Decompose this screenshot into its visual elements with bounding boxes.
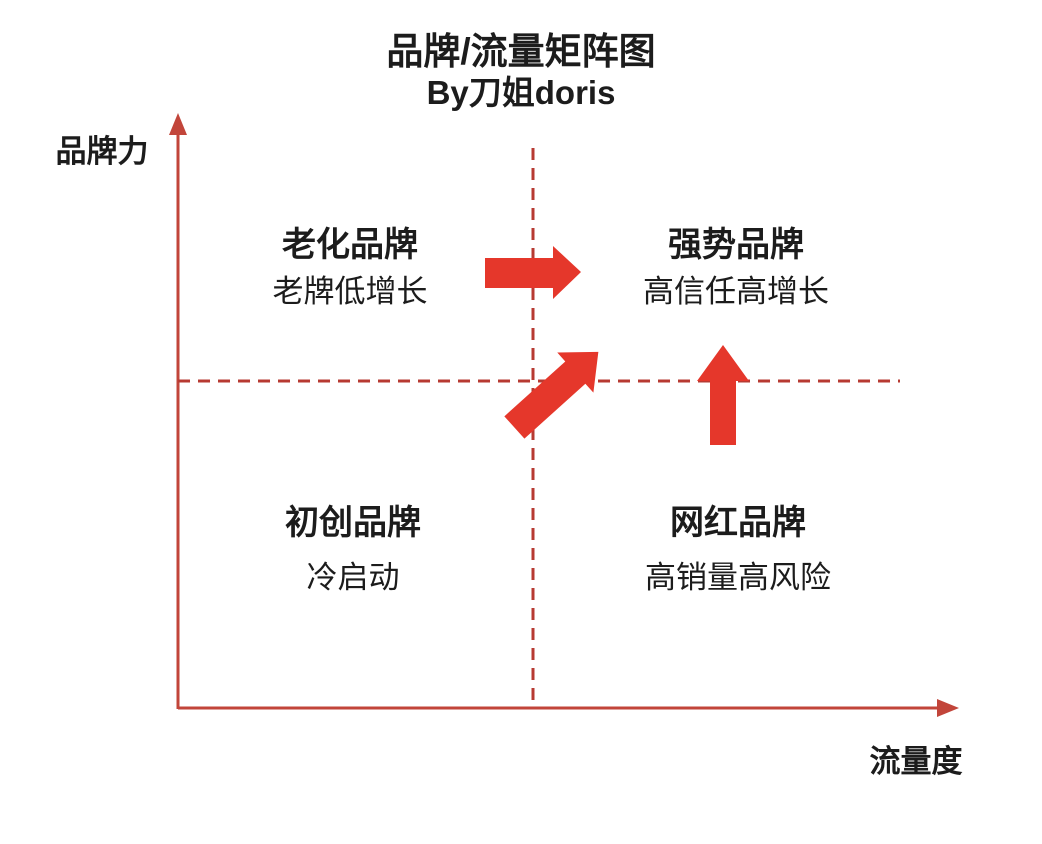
y-axis-label: 品牌力 <box>55 134 149 169</box>
quadrant-bottom-right-desc: 高销量高风险 <box>645 560 831 595</box>
title-line-1: 品牌/流量矩阵图 <box>386 31 656 72</box>
quadrant-bottom-left: 初创品牌 冷启动 <box>198 504 508 596</box>
quadrant-bottom-left-name: 初创品牌 <box>285 504 421 542</box>
quadrant-bottom-right: 网红品牌 高销量高风险 <box>583 504 893 596</box>
influencer-to-strong-arrow-icon <box>697 345 749 445</box>
quadrant-top-right-name: 强势品牌 <box>668 226 804 264</box>
quadrant-top-left-name: 老化品牌 <box>282 226 418 264</box>
diagram-title: 品牌/流量矩阵图 By刀姐doris <box>0 30 1042 113</box>
x-axis-label: 流量度 <box>869 744 963 779</box>
y-axis-arrowhead-icon <box>169 113 187 135</box>
quadrant-top-left: 老化品牌 老牌低增长 <box>195 226 505 310</box>
quadrant-top-right-desc: 高信任高增长 <box>643 274 829 309</box>
x-axis-arrowhead-icon <box>937 699 959 717</box>
quadrant-top-left-desc: 老牌低增长 <box>272 274 428 309</box>
quadrant-bottom-right-name: 网红品牌 <box>670 504 806 542</box>
quadrant-bottom-left-desc: 冷启动 <box>306 560 400 595</box>
startup-to-strong-arrow-icon <box>504 351 599 439</box>
quadrant-top-right: 强势品牌 高信任高增长 <box>581 226 891 310</box>
title-line-2: By刀姐doris <box>426 73 616 111</box>
